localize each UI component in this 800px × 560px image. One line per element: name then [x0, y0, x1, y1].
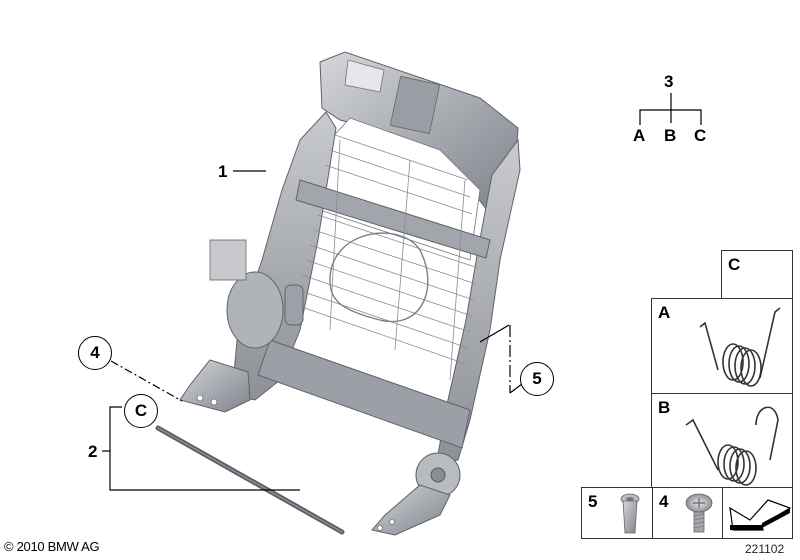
panel-5: 5 [581, 487, 653, 539]
tree-child-a: A [633, 126, 646, 145]
panel-a-label: A [658, 303, 671, 322]
panel-5-label: 5 [588, 492, 598, 511]
callout-2: 2 [88, 442, 98, 461]
torsion-spring-b-icon [685, 406, 779, 486]
callout-4-circled: 4 [78, 336, 112, 370]
panel-4: 4 [652, 487, 723, 539]
panel-c-label: C [728, 255, 741, 274]
drawing-number: 221102 [745, 542, 785, 556]
callout-1: 1 [218, 162, 228, 181]
panel-4-label: 4 [659, 492, 669, 511]
panel-c: C [721, 250, 793, 299]
tree-child-b: B [664, 126, 677, 145]
copyright-text: © 2010 BMW AG [4, 539, 100, 554]
panel-b: B [651, 393, 793, 488]
callout-3: 3 [664, 72, 674, 91]
callout-c-circled: C [124, 394, 158, 428]
panel-b-label: B [658, 398, 671, 417]
rivet-nut-icon [620, 493, 640, 534]
panel-arrow [722, 487, 793, 539]
torsion-spring-a-icon [699, 307, 781, 387]
backrest-frame [179, 51, 521, 536]
torx-screw-icon [685, 493, 713, 533]
tree-child-c: C [694, 126, 707, 145]
leader-lines [102, 93, 702, 491]
callout-5-circled: 5 [520, 362, 554, 396]
panel-a: A [651, 298, 793, 394]
direction-arrow-icon [729, 499, 792, 531]
